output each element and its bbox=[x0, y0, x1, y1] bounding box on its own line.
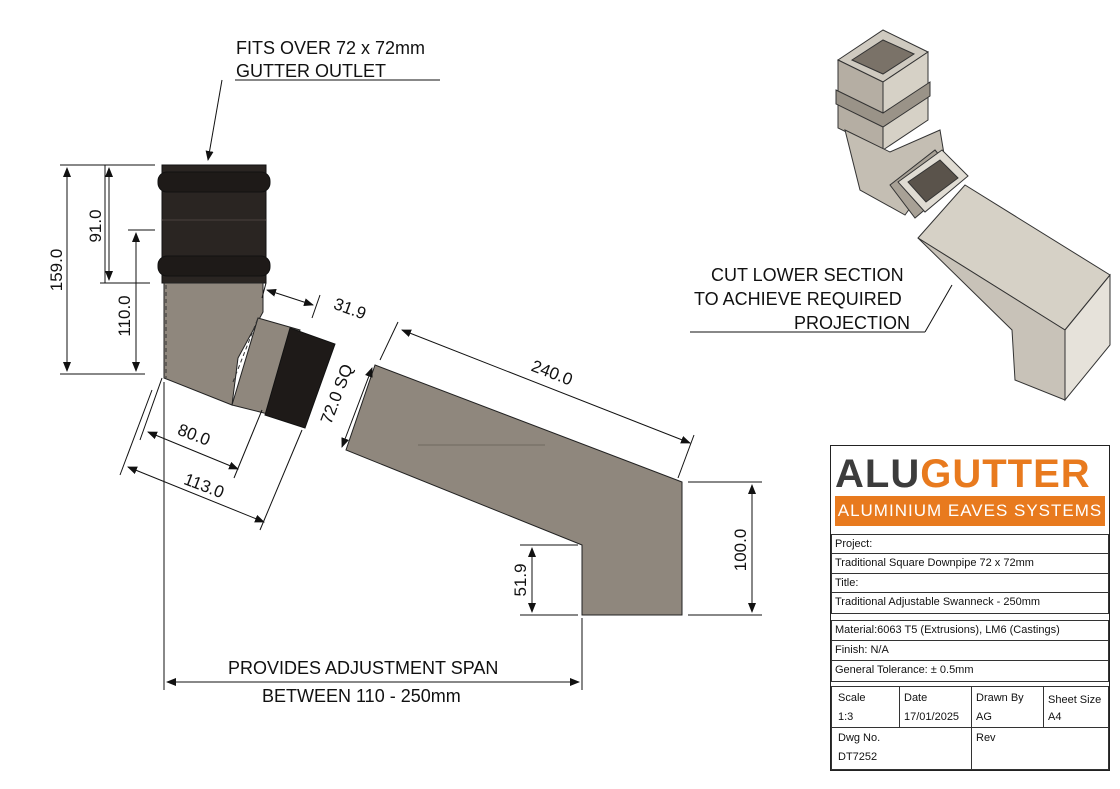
project-box: Project: Traditional Square Downpipe 72 … bbox=[831, 534, 1109, 614]
dim-159: 159.0 bbox=[47, 249, 66, 292]
project-value: Traditional Square Downpipe 72 x 72mm bbox=[832, 554, 1108, 574]
span-note-line1: PROVIDES ADJUSTMENT SPAN bbox=[228, 658, 499, 678]
date-value: 17/01/2025 bbox=[904, 711, 960, 723]
drawn-by-label: Drawn By bbox=[976, 692, 1024, 704]
logo-alu: ALU bbox=[835, 452, 921, 496]
dim-110: 110.0 bbox=[115, 295, 134, 336]
fits-note-line2: GUTTER OUTLET bbox=[236, 61, 387, 81]
material-box: Material:6063 T5 (Extrusions), LM6 (Cast… bbox=[831, 620, 1109, 682]
dim-240: 240.0 bbox=[529, 356, 576, 389]
cut-note-line1: CUT LOWER SECTION bbox=[711, 265, 904, 285]
scale-value: 1:3 bbox=[838, 711, 854, 723]
isometric-view bbox=[835, 29, 1111, 402]
dim-91: 91.0 bbox=[86, 209, 105, 242]
logo-wordmark: ALUGUTTER bbox=[835, 452, 1105, 496]
cut-note-line2: TO ACHIEVE REQUIRED bbox=[694, 289, 902, 309]
offset-bend bbox=[163, 282, 336, 429]
title-block: ALUGUTTER ALUMINIUM EAVES SYSTEMS Projec… bbox=[830, 445, 1110, 771]
fits-note-line1: FITS OVER 72 x 72mm bbox=[236, 38, 426, 58]
title-label: Title: bbox=[832, 574, 1108, 593]
logo-gutter: GUTTER bbox=[920, 452, 1091, 496]
sheet-size-label: Sheet Size bbox=[1048, 694, 1102, 706]
date-label: Date bbox=[904, 692, 928, 704]
finish-text: Finish: N/A bbox=[832, 641, 1108, 661]
sheet-size-value: A4 bbox=[1048, 711, 1062, 723]
info-grid: Scale 1:3 Date 17/01/2025 Drawn By AG Sh… bbox=[831, 686, 1109, 770]
alugutter-logo: ALUGUTTER ALUMINIUM EAVES SYSTEMS bbox=[835, 452, 1105, 530]
logo-subtitle: ALUMINIUM EAVES SYSTEMS bbox=[835, 496, 1105, 526]
tolerance-text: General Tolerance: ± 0.5mm bbox=[835, 664, 974, 676]
title-value: Traditional Adjustable Swanneck - 250mm bbox=[835, 596, 1041, 608]
dwg-no-value: DT7252 bbox=[838, 751, 878, 763]
material-text: Material:6063 T5 (Extrusions), LM6 (Cast… bbox=[832, 621, 1108, 641]
dim-31-9: 31.9 bbox=[331, 294, 369, 323]
dim-100: 100.0 bbox=[731, 529, 750, 572]
project-label: Project: bbox=[832, 535, 1108, 554]
cut-note-line3: PROJECTION bbox=[794, 313, 911, 333]
scale-label: Scale bbox=[838, 692, 866, 704]
rev-label: Rev bbox=[976, 732, 996, 744]
dimension-lines bbox=[60, 79, 953, 690]
dwg-no-label: Dwg No. bbox=[838, 732, 881, 744]
drawn-by-value: AG bbox=[976, 711, 992, 723]
dim-51-9: 51.9 bbox=[511, 563, 530, 596]
span-note-line2: BETWEEN 110 - 250mm bbox=[262, 686, 461, 706]
upper-socket bbox=[157, 164, 271, 284]
